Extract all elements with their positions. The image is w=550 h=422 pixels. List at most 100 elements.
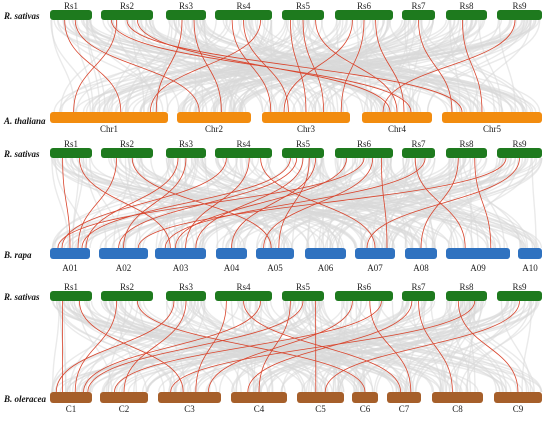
chromosome-bar xyxy=(497,291,542,301)
chromosome-bar xyxy=(335,291,393,301)
chromosome-label: Chr3 xyxy=(297,124,316,134)
chromosome-label: Rs9 xyxy=(512,1,527,11)
chromosome-bar xyxy=(50,248,90,259)
chromosome-bar xyxy=(432,392,483,403)
chromosome-bar xyxy=(446,10,487,20)
chromosome-label: Rs5 xyxy=(296,139,311,149)
chromosome-bar xyxy=(50,291,92,301)
chromosome-bar xyxy=(101,10,153,20)
chromosome-bar xyxy=(305,248,346,259)
chromosome-bar xyxy=(297,392,344,403)
chromosome-bar xyxy=(100,392,148,403)
chromosome-bar xyxy=(405,248,437,259)
chromosome-label: C4 xyxy=(254,404,265,414)
chromosome-bar xyxy=(497,10,542,20)
chromosome-bar xyxy=(50,10,92,20)
chromosome-bar xyxy=(494,392,542,403)
chromosome-label: C7 xyxy=(399,404,410,414)
bottom-species-label: A. thaliana xyxy=(3,116,46,126)
chromosome-label: C6 xyxy=(360,404,371,414)
chromosome-bar xyxy=(362,112,432,123)
chromosome-bar xyxy=(442,112,542,123)
chromosome-bar xyxy=(158,392,221,403)
chromosome-label: Rs4 xyxy=(236,282,251,292)
chromosome-bar xyxy=(256,248,294,259)
chromosome-bar xyxy=(446,291,487,301)
chromosome-label: C2 xyxy=(119,404,130,414)
chromosome-label: Chr1 xyxy=(100,124,118,134)
top-species-label: R. sativas xyxy=(3,149,40,159)
chromosome-bar xyxy=(101,148,153,158)
chromosome-label: Rs5 xyxy=(296,1,311,11)
chromosome-bar xyxy=(262,112,350,123)
chromosome-bar xyxy=(216,248,247,259)
chromosome-bar xyxy=(101,291,153,301)
chromosome-label: Rs1 xyxy=(64,139,78,149)
chromosome-label: C1 xyxy=(66,404,77,414)
chromosome-bar xyxy=(50,392,92,403)
chromosome-label: A05 xyxy=(267,263,283,273)
bottom-species-label: B. oleracea xyxy=(3,394,46,404)
chromosome-label: Rs7 xyxy=(411,282,426,292)
chromosome-label: Rs9 xyxy=(512,282,527,292)
chromosome-bar xyxy=(402,10,435,20)
chromosome-label: Rs8 xyxy=(459,139,474,149)
chromosome-bar xyxy=(166,148,206,158)
chromosome-bar xyxy=(446,248,510,259)
chromosome-bar xyxy=(282,10,324,20)
chromosome-bar xyxy=(166,291,206,301)
chromosome-bar xyxy=(355,248,395,259)
background-links xyxy=(52,301,542,392)
chromosome-bar xyxy=(497,148,542,158)
chromosome-label: Rs8 xyxy=(459,1,474,11)
chromosome-label: C9 xyxy=(513,404,524,414)
chromosome-bar xyxy=(155,248,206,259)
chromosome-label: Rs7 xyxy=(411,139,426,149)
chromosome-label: A08 xyxy=(413,263,429,273)
bottom-species-label: B. rapa xyxy=(3,250,32,260)
chromosome-bar xyxy=(215,148,272,158)
chromosome-label: Rs5 xyxy=(296,282,311,292)
chromosome-bar xyxy=(446,148,487,158)
chromosome-label: A07 xyxy=(367,263,383,273)
chromosome-label: Rs2 xyxy=(120,282,134,292)
chromosome-bar xyxy=(387,392,421,403)
chromosome-bar xyxy=(282,291,324,301)
chromosome-label: C3 xyxy=(184,404,195,414)
top-species-label: R. sativas xyxy=(3,11,40,21)
chromosome-label: Rs7 xyxy=(411,1,426,11)
chromosome-label: A03 xyxy=(173,263,189,273)
chromosome-label: A10 xyxy=(522,263,538,273)
chromosome-label: Rs8 xyxy=(459,282,474,292)
chromosome-label: Rs1 xyxy=(64,1,78,11)
chromosome-label: Rs6 xyxy=(357,282,372,292)
chromosome-label: Rs3 xyxy=(179,282,194,292)
chromosome-bar xyxy=(335,148,393,158)
chromosome-bar xyxy=(177,112,251,123)
chromosome-label: Rs3 xyxy=(179,1,194,11)
chromosome-bar xyxy=(352,392,378,403)
chromosome-bar xyxy=(166,10,206,20)
chromosome-label: A09 xyxy=(470,263,486,273)
chromosome-bar xyxy=(231,392,287,403)
chromosome-bar xyxy=(335,10,393,20)
chromosome-label: A06 xyxy=(318,263,334,273)
chromosome-label: Rs4 xyxy=(236,139,251,149)
chromosome-label: Chr5 xyxy=(483,124,502,134)
chromosome-label: Rs4 xyxy=(236,1,251,11)
chromosome-bar xyxy=(518,248,542,259)
chromosome-label: A01 xyxy=(62,263,78,273)
chromosome-label: Rs2 xyxy=(120,1,134,11)
chromosome-label: A04 xyxy=(224,263,240,273)
chromosome-label: Chr2 xyxy=(205,124,223,134)
chromosome-bar xyxy=(50,112,168,123)
chromosome-bar xyxy=(282,148,324,158)
